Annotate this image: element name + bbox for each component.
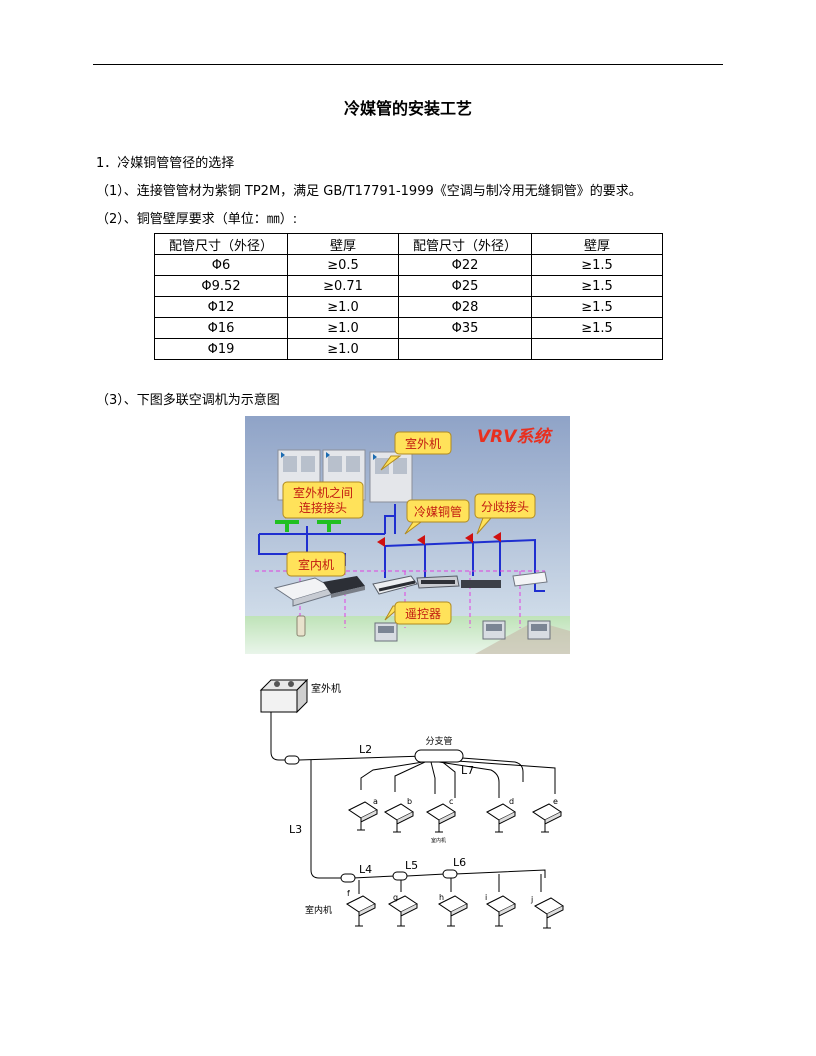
segment-label-l5: L5	[405, 859, 418, 872]
segment-label-l3: L3	[289, 823, 302, 836]
svg-text:VRV系统: VRV系统	[477, 427, 553, 447]
table-cell: Φ28	[398, 296, 532, 318]
indoor-unit-label: 室内机	[305, 904, 332, 916]
svg-text:a: a	[373, 797, 378, 806]
indoor-duct-unit	[323, 576, 365, 598]
svg-text:分歧接头: 分歧接头	[481, 499, 529, 514]
table-cell: ≥0.71	[287, 275, 399, 297]
svg-text:b: b	[407, 797, 412, 806]
indoor-unit-h: h	[438, 893, 468, 927]
table-cell: ≥1.5	[531, 317, 663, 339]
remote-controller-handheld	[296, 615, 306, 637]
table-cell: Φ25	[398, 275, 532, 297]
indoor-ceiling-unit	[372, 575, 418, 595]
segment-label-l4: L4	[359, 863, 372, 876]
table-cell: ≥1.5	[531, 254, 663, 276]
remote-controller-wall-3	[527, 620, 551, 640]
svg-text:连接接头: 连接接头	[299, 500, 347, 515]
svg-text:分支管: 分支管	[425, 735, 452, 747]
svg-text:室内机: 室内机	[298, 557, 334, 572]
table-row: Φ6 ≥0.5 Φ22 ≥1.5	[154, 254, 663, 276]
table-cell: Φ6	[154, 254, 288, 276]
pipe-lines	[270, 712, 556, 894]
segment-label-l2: L2	[359, 743, 372, 756]
branch-joint	[284, 755, 458, 883]
svg-text:e: e	[553, 797, 558, 806]
callout-branch-joint: 分歧接头	[474, 493, 536, 535]
table-header: 配管尺寸（外径）	[154, 233, 288, 255]
table-cell: ≥1.5	[531, 296, 663, 318]
piping-schematic: 室外机 分支管 L2 L3 L4 L5 L6 L7 a	[255, 670, 575, 940]
table-row: Φ12 ≥1.0 Φ28 ≥1.5	[154, 296, 663, 318]
indoor-wall-unit	[512, 571, 548, 587]
indoor-unit-i: i	[485, 893, 516, 927]
indoor-unit-j: j	[530, 895, 564, 929]
vrv-system-illustration: VRV系统	[245, 416, 570, 654]
svg-text:室内机: 室内机	[431, 837, 446, 844]
branch-joint-markers	[377, 532, 501, 547]
table-cell: ≥1.0	[287, 317, 399, 339]
svg-text:室外机之间: 室外机之间	[293, 485, 353, 500]
table-cell: ≥1.5	[531, 275, 663, 297]
table-cell: Φ22	[398, 254, 532, 276]
wall-thickness-table: 配管尺寸（外径） 壁厚 配管尺寸（外径） 壁厚 Φ6 ≥0.5 Φ22 ≥1.5…	[154, 233, 663, 360]
outdoor-unit-icon	[259, 678, 309, 714]
svg-text:i: i	[485, 893, 487, 902]
indoor-unit-a: a	[348, 797, 378, 831]
table-header: 配管尺寸（外径）	[398, 233, 532, 255]
indoor-unit-e: e	[532, 797, 562, 833]
header-rule	[93, 64, 723, 65]
table-cell: Φ12	[154, 296, 288, 318]
table-header: 壁厚	[287, 233, 399, 255]
table-cell: Φ9.52	[154, 275, 288, 297]
page-title: 冷媒管的安装工艺	[343, 99, 472, 118]
section-heading: 1．冷媒铜管管径的选择	[96, 156, 235, 171]
item-2-text: （2）、铜管壁厚要求（单位：㎜）:	[96, 212, 298, 227]
table-row: Φ19 ≥1.0	[154, 338, 663, 360]
indoor-unit-c: c 室内机	[426, 797, 456, 844]
indoor-unit-g: g	[388, 893, 418, 927]
indoor-unit-f: f	[346, 889, 376, 927]
remote-controller-wall-2	[482, 620, 506, 640]
table-cell	[531, 338, 663, 360]
indoor-slim-duct-unit	[416, 575, 460, 589]
segment-label-l6: L6	[453, 856, 466, 869]
indoor-unit-b: b	[384, 797, 414, 833]
table-row: Φ9.52 ≥0.71 Φ25 ≥1.5	[154, 275, 663, 297]
svg-text:遥控器: 遥控器	[405, 607, 441, 621]
callout-refrigerant-pipe: 冷媒铜管	[404, 499, 470, 535]
outdoor-unit-label: 室外机	[311, 682, 341, 695]
item-1-text: （1）、连接管管材为紫铜 TP2M，满足 GB/T17791-1999《空调与制…	[96, 184, 642, 199]
table-cell: ≥1.0	[287, 296, 399, 318]
svg-text:g: g	[393, 893, 398, 902]
vrv-logo: VRV系统	[477, 427, 553, 447]
table-header: 壁厚	[531, 233, 663, 255]
table-cell: Φ19	[154, 338, 288, 360]
item-3-text: （3）、下图多联空调机为示意图	[96, 393, 280, 408]
table-cell: ≥1.0	[287, 338, 399, 360]
table-header-row: 配管尺寸（外径） 壁厚 配管尺寸（外径） 壁厚	[154, 233, 663, 255]
table-cell	[398, 338, 532, 360]
table-cell: Φ35	[398, 317, 532, 339]
indoor-unit-d: d	[486, 797, 516, 833]
indoor-concealed-unit	[461, 580, 501, 588]
table-row: Φ16 ≥1.0 Φ35 ≥1.5	[154, 317, 663, 339]
callout-remote-controller: 遥控器	[384, 601, 452, 625]
table-cell: ≥0.5	[287, 254, 399, 276]
svg-text:冷媒铜管: 冷媒铜管	[414, 504, 462, 519]
table-cell: Φ16	[154, 317, 288, 339]
segment-label-l7: L7	[461, 764, 474, 777]
callout-outdoor-connector: 室外机之间 连接接头	[282, 481, 364, 519]
callout-indoor-unit: 室内机	[286, 551, 346, 577]
outdoor-connector-joints	[275, 520, 341, 532]
svg-text:d: d	[509, 797, 514, 806]
branch-header: 分支管	[414, 735, 464, 763]
callout-outdoor-unit: 室外机	[380, 431, 452, 471]
svg-text:h: h	[439, 893, 444, 902]
remote-controller-wall-1	[374, 622, 398, 642]
svg-text:室外机: 室外机	[405, 436, 441, 451]
svg-text:j: j	[530, 895, 533, 904]
svg-text:f: f	[347, 889, 350, 898]
svg-text:c: c	[449, 797, 453, 806]
